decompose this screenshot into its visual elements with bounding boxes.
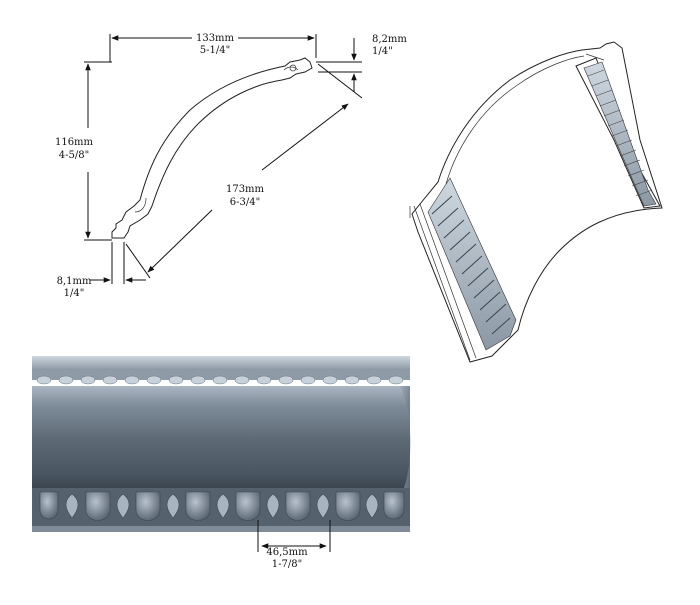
repeat-in-label: 1-7/8": [272, 559, 302, 570]
bottom-offset-in-label: 1/4": [64, 288, 85, 299]
height-mm-label: 116mm: [55, 137, 94, 148]
diagonal-in-label: 6-3/4": [230, 197, 260, 208]
bottom-offset-mm-label: 8,1mm: [57, 276, 92, 287]
width-in-label: 5-1/4": [200, 45, 230, 56]
profile-drawing: 133mm 5-1/4" 116mm 4-5/8" 8,2mm 1/4" 173…: [55, 33, 407, 299]
bead-row: [36, 375, 404, 385]
diagonal-mm-label: 173mm: [226, 184, 265, 195]
molding-profile: [111, 57, 313, 239]
molding-render: 46,5mm 1-7/8": [32, 356, 411, 570]
top-offset-in-label: 1/4": [372, 46, 393, 57]
egg-and-dart-row: [39, 491, 405, 521]
molding-3d-view: [409, 41, 663, 363]
top-offset-mm-label: 8,2mm: [372, 34, 407, 45]
height-in-label: 4-5/8": [59, 150, 89, 161]
width-mm-label: 133mm: [196, 33, 235, 44]
repeat-mm-label: 46,5mm: [266, 547, 308, 558]
